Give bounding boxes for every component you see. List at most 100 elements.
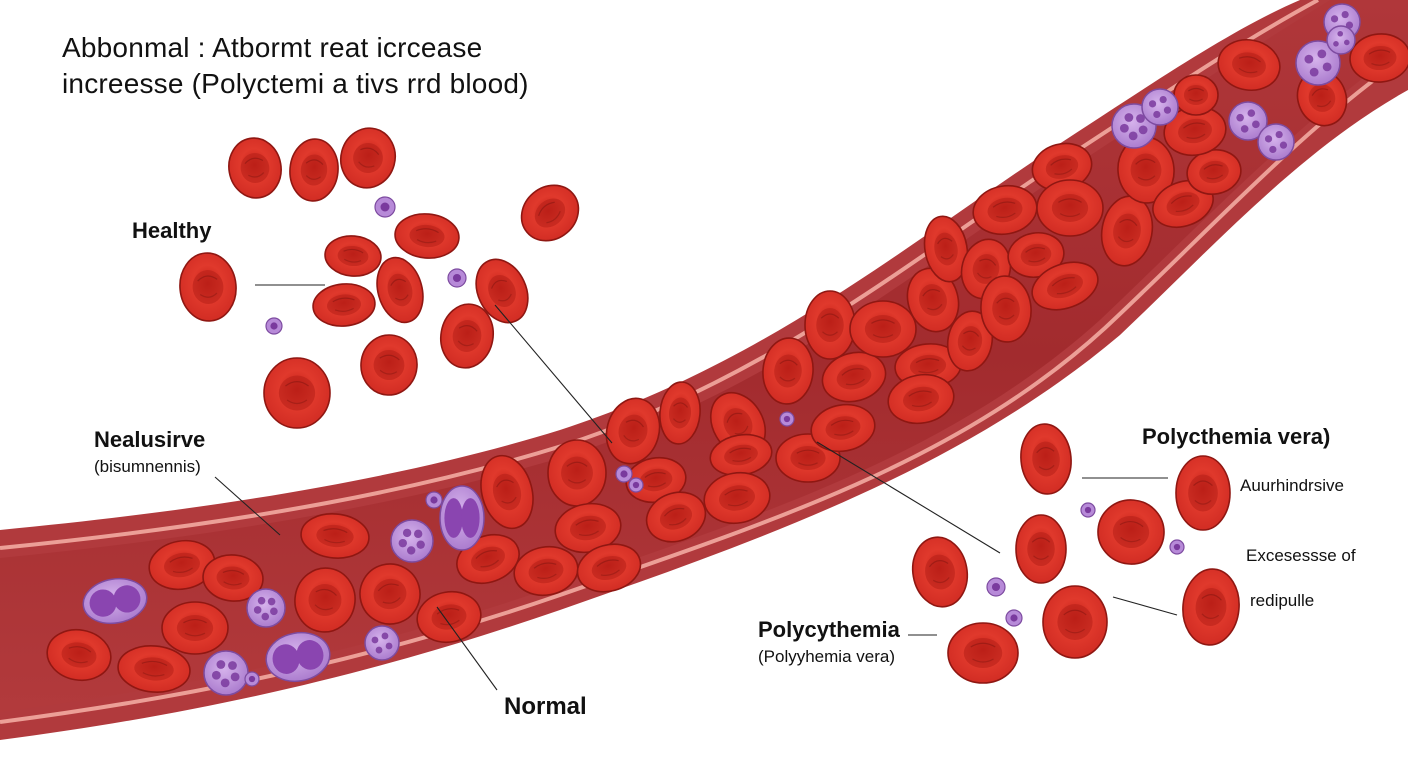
leader-line xyxy=(816,441,1001,554)
red-blood-cell xyxy=(1182,568,1240,646)
platelet xyxy=(447,268,467,288)
white-blood-cell xyxy=(1295,40,1341,86)
white-blood-cell xyxy=(203,650,249,696)
red-blood-cell xyxy=(625,456,687,504)
label-bisumnennis: (bisumnennis) xyxy=(94,457,201,476)
title-line-1: Abbonmal : Atbormt reat icrcease xyxy=(62,32,483,63)
red-blood-cell xyxy=(294,567,356,633)
platelet xyxy=(779,411,795,427)
label-polycythemia-vera-heading: Polycthemia vera) xyxy=(1142,424,1331,449)
red-blood-cell xyxy=(1036,179,1104,237)
red-blood-cell xyxy=(804,290,856,360)
label-auurhindrsive: Auurhindrsive xyxy=(1240,476,1344,495)
red-blood-cell xyxy=(1097,499,1165,565)
label-nealusirve: Nealusirve xyxy=(94,427,206,452)
red-blood-cell xyxy=(300,513,370,559)
platelet xyxy=(374,196,396,218)
label-polycythemia: Polycythemia xyxy=(758,617,900,642)
red-blood-cell xyxy=(46,628,112,682)
platelet xyxy=(986,577,1006,597)
red-blood-cell xyxy=(360,334,418,396)
red-blood-cell xyxy=(547,439,607,507)
leader-line xyxy=(436,606,498,691)
red-blood-cell xyxy=(324,235,382,277)
label-excesessse-of: Excesessse of xyxy=(1246,546,1356,565)
red-blood-cell xyxy=(359,563,421,625)
red-blood-cell xyxy=(1173,74,1219,116)
red-blood-cell xyxy=(179,252,237,322)
white-blood-cell xyxy=(246,588,286,628)
red-blood-cell xyxy=(947,622,1019,684)
red-blood-cell xyxy=(1117,136,1175,204)
red-blood-cell xyxy=(887,373,955,425)
red-blood-cell xyxy=(520,184,580,242)
red-blood-cell xyxy=(576,543,642,593)
red-blood-cell xyxy=(659,381,701,445)
red-blood-cell xyxy=(1349,33,1408,83)
red-blood-cell xyxy=(1031,261,1099,311)
red-blood-cell xyxy=(810,403,876,453)
red-blood-cell xyxy=(263,357,331,429)
red-blood-cell xyxy=(1100,195,1154,267)
red-blood-cell xyxy=(645,491,707,543)
white-blood-cell xyxy=(1141,88,1179,126)
red-blood-cell xyxy=(202,554,264,602)
label-redipulle: redipulle xyxy=(1250,591,1315,610)
red-blood-cell xyxy=(339,127,397,189)
platelet xyxy=(425,491,443,509)
label-healthy: Healthy xyxy=(132,218,212,243)
platelet xyxy=(1169,539,1185,555)
white-blood-cell xyxy=(1326,25,1356,55)
red-blood-cell xyxy=(849,300,917,358)
white-blood-cell xyxy=(82,577,148,625)
red-blood-cell xyxy=(376,256,424,324)
white-blood-cell xyxy=(1228,101,1268,141)
platelet xyxy=(628,477,644,493)
red-blood-cell xyxy=(923,215,969,283)
red-blood-cell xyxy=(554,502,622,554)
red-blood-cell xyxy=(1175,455,1231,531)
white-blood-cell xyxy=(1257,123,1295,161)
platelet xyxy=(615,465,633,483)
leader-line xyxy=(214,476,281,536)
red-blood-cell xyxy=(1152,179,1214,229)
platelet xyxy=(244,671,260,687)
red-blood-cell xyxy=(1015,514,1067,584)
label-normal: Normal xyxy=(504,693,587,720)
red-blood-cell xyxy=(289,138,339,202)
red-blood-cell xyxy=(821,351,887,403)
white-blood-cell xyxy=(364,625,400,661)
red-blood-cell xyxy=(911,536,969,608)
red-blood-cell xyxy=(312,283,376,327)
red-blood-cell xyxy=(117,645,191,693)
label-polyyhemia-vera: (Polyyhemia vera) xyxy=(758,647,895,666)
white-blood-cell xyxy=(265,631,331,683)
red-blood-cell xyxy=(972,184,1038,236)
red-blood-cell xyxy=(703,471,771,525)
red-blood-cell xyxy=(1042,585,1108,659)
leader-line xyxy=(494,304,613,444)
leader-line xyxy=(1112,596,1178,616)
red-blood-cell xyxy=(228,137,282,199)
platelet xyxy=(265,317,283,335)
white-blood-cell xyxy=(439,485,485,551)
red-blood-cell xyxy=(480,454,534,530)
white-blood-cell xyxy=(390,519,434,563)
red-blood-cell xyxy=(605,397,661,465)
red-blood-cell xyxy=(394,213,460,259)
red-blood-cell xyxy=(148,539,216,591)
red-blood-cell xyxy=(906,267,960,333)
red-blood-cell xyxy=(1217,38,1281,92)
red-blood-cell xyxy=(475,258,529,324)
red-blood-cell xyxy=(980,275,1032,343)
red-blood-cell xyxy=(762,337,814,405)
red-blood-cell xyxy=(439,303,495,369)
red-blood-cell xyxy=(1186,149,1242,195)
platelet xyxy=(1080,502,1096,518)
diagram-title: Abbonmal : Atbormt reat icrcease increes… xyxy=(62,30,529,102)
platelet xyxy=(1005,609,1023,627)
red-blood-cell xyxy=(1020,423,1072,495)
red-blood-cell xyxy=(946,310,994,372)
red-blood-cell xyxy=(1296,69,1348,127)
